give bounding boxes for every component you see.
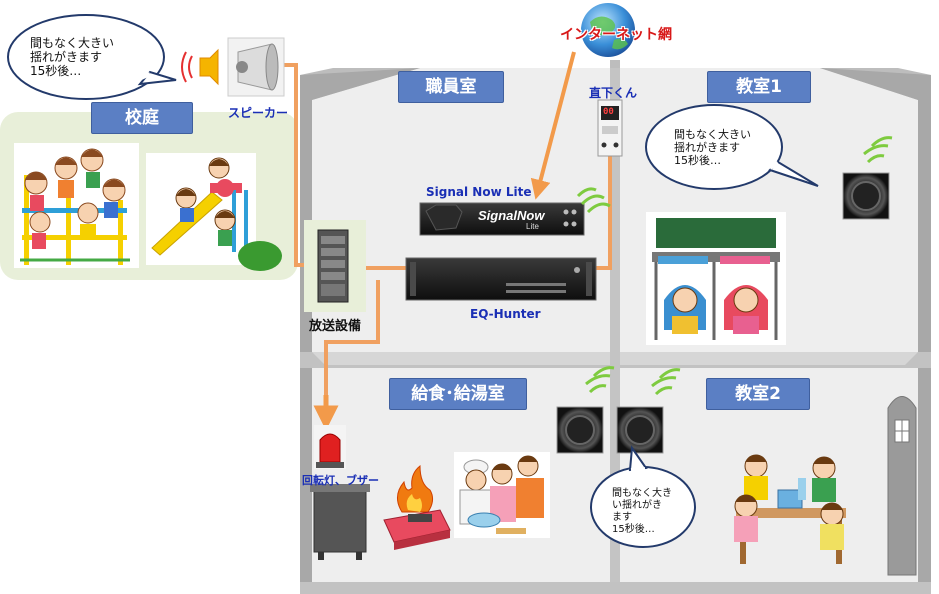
yard-bubble-line-1: 間もなく大きい [30,36,115,50]
door [887,396,917,576]
classroom1-label: 教室1 [707,71,811,103]
ceiling-speaker-icon [556,406,604,454]
slide-children-image [146,153,282,271]
eq-hunter-label: EQ-Hunter [470,307,541,321]
class1-bubble-line-1: 間もなく大きい [674,128,751,141]
chokka-display: 00 [603,107,614,117]
classroom1-children-image [646,212,786,345]
sound-wave-icon [651,368,681,396]
classroom2-label: 教室2 [706,378,810,410]
class1-bubble-line-2: 揺れがきます [674,141,740,154]
yard-bubble-text: 間もなく大きい 揺れがきます 15秒後… [30,36,114,78]
chokka-device [597,99,623,157]
classroom2-children-image [722,450,856,570]
beacon-label: 回転灯、ブザー [302,474,379,487]
class2-bubble-line-4: 15秒後… [612,524,655,535]
signal-now-lite-device [419,202,585,236]
internet-label: インターネット網 [560,27,672,43]
eq-hunter-device [405,257,597,301]
speaker-label: スピーカー [228,106,289,120]
ceiling-speaker-icon [616,406,664,454]
yard-speech-bubble [7,14,177,100]
class2-bubble-line-1: 間もなく大き [612,488,672,499]
fire-icon [397,464,434,513]
signal-now-lite-label: Signal Now Lite [426,185,532,199]
sound-wave-icon [585,366,615,394]
staff-room-label: 職員室 [398,71,504,103]
cooks-image [454,452,550,538]
yard-bubble-line-3: 15秒後… [30,64,82,78]
internet-arrow [530,51,576,200]
sound-wave-icon [863,136,893,164]
globe-icon [581,3,635,57]
speaker-sound-icon [181,48,219,86]
kitchen-bubble-text: 間もなく大き い揺れがき ます 15秒後… [612,488,672,536]
class2-bubble-line-2: い揺れがき [612,500,662,511]
playground-children-image [14,143,139,268]
gas-stove [383,509,451,550]
broadcast-equipment [304,220,366,312]
yard-bubble-line-2: 揺れがきます [30,50,103,64]
kitchen-speech-bubble [590,445,696,548]
class2-bubble-line-3: ます [612,512,632,523]
kitchen-label: 給食･給湯室 [389,378,527,410]
classroom1-bubble-text: 間もなく大きい 揺れがきます 15秒後… [674,128,751,167]
signalnow-logo: SignalNow [478,208,545,223]
class1-bubble-line-3: 15秒後… [674,154,721,167]
rotating-light-icon [314,425,346,469]
speaker-horn-icon [227,37,285,97]
sound-wave-icon [576,187,611,214]
chokka-label: 直下くん [589,86,638,100]
signalnow-logo-sub: Lite [526,222,539,231]
kitchen-counter [310,484,370,560]
broadcast-label: 放送設備 [309,319,362,334]
classroom1-speech-bubble [645,104,819,190]
cables [284,63,612,412]
ceiling-speaker-icon [842,172,890,220]
schoolyard-label: 校庭 [91,102,193,134]
